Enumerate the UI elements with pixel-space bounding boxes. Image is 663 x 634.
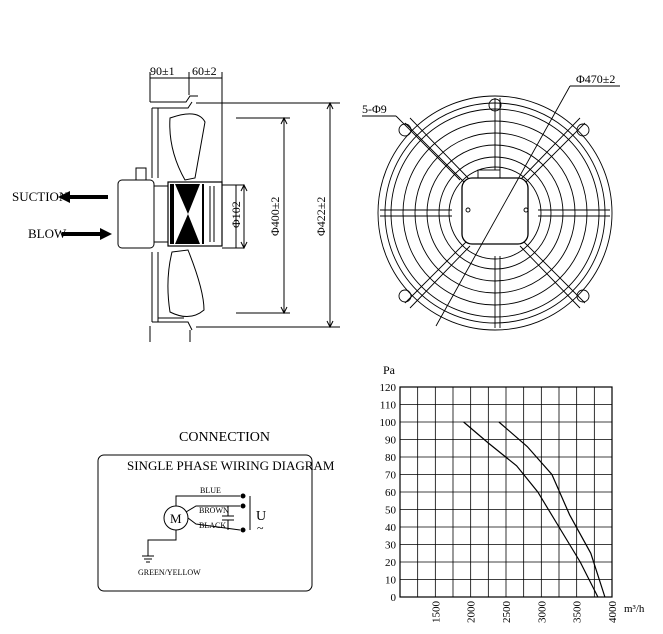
voltage-symbol: U <box>256 509 266 524</box>
x-tick-label: 2000 <box>466 601 478 624</box>
y-tick-label: 0 <box>391 592 397 604</box>
motor-label: M <box>170 511 182 526</box>
side-view <box>58 72 340 342</box>
y-tick-label: 70 <box>385 470 397 482</box>
wire-black-label: BLACK <box>199 521 226 530</box>
dim-90-label: 90±1 <box>150 64 175 78</box>
y-tick-label: 20 <box>385 557 397 569</box>
y-tick-label: 110 <box>380 400 397 412</box>
y-tick-label: 60 <box>385 487 397 499</box>
dim-phi470-label: Φ470±2 <box>576 72 615 86</box>
y-tick-label: 10 <box>385 575 397 587</box>
wire-ground-label: GREEN/YELLOW <box>138 568 201 577</box>
dim-holes-label: 5-Φ9 <box>362 102 387 116</box>
front-view-grille <box>362 85 620 331</box>
y-tick-label: 40 <box>385 522 397 534</box>
series-line-1 <box>463 421 599 598</box>
y-tick-label: 80 <box>385 452 397 464</box>
y-tick-label: 50 <box>385 505 397 517</box>
x-tick-label: 1500 <box>430 601 442 624</box>
y-tick-label: 30 <box>385 540 397 552</box>
plot-frame <box>399 386 613 598</box>
connection-title: CONNECTION <box>179 430 270 445</box>
performance-chart: 0 10 20 30 40 50 60 70 80 90 100 110 120 1500 2000 2500… <box>380 363 645 623</box>
wire-brown-label: BROWN <box>199 506 229 515</box>
wiring-diagram-box <box>97 454 313 592</box>
y-tick-label: 120 <box>380 382 397 394</box>
x-tick-label: 2500 <box>501 601 513 624</box>
wiring-diagram-title: SINGLE PHASE WIRING DIAGRAM <box>127 458 335 473</box>
y-axis-label: Pa <box>383 363 396 377</box>
x-axis-label: m³/h <box>624 603 645 615</box>
wire-blue-label: BLUE <box>200 486 221 495</box>
series-line-2 <box>498 421 606 598</box>
y-tick-label: 90 <box>385 435 397 447</box>
dim-phi422-label: Φ422±2 <box>314 197 328 236</box>
x-tick-label: 4000 <box>607 601 619 624</box>
dim-phi102-label: Φ102 <box>229 201 243 228</box>
blow-label: BLOW <box>28 226 67 241</box>
dim-phi400-label: Φ400±2 <box>268 197 282 236</box>
x-tick-label: 3500 <box>572 601 584 624</box>
y-tick-label: 100 <box>380 417 397 429</box>
suction-label: SUCTION <box>12 189 69 204</box>
ac-symbol: ~ <box>257 521 264 535</box>
dim-60-label: 60±2 <box>192 64 217 78</box>
x-tick-label: 3000 <box>536 601 548 624</box>
